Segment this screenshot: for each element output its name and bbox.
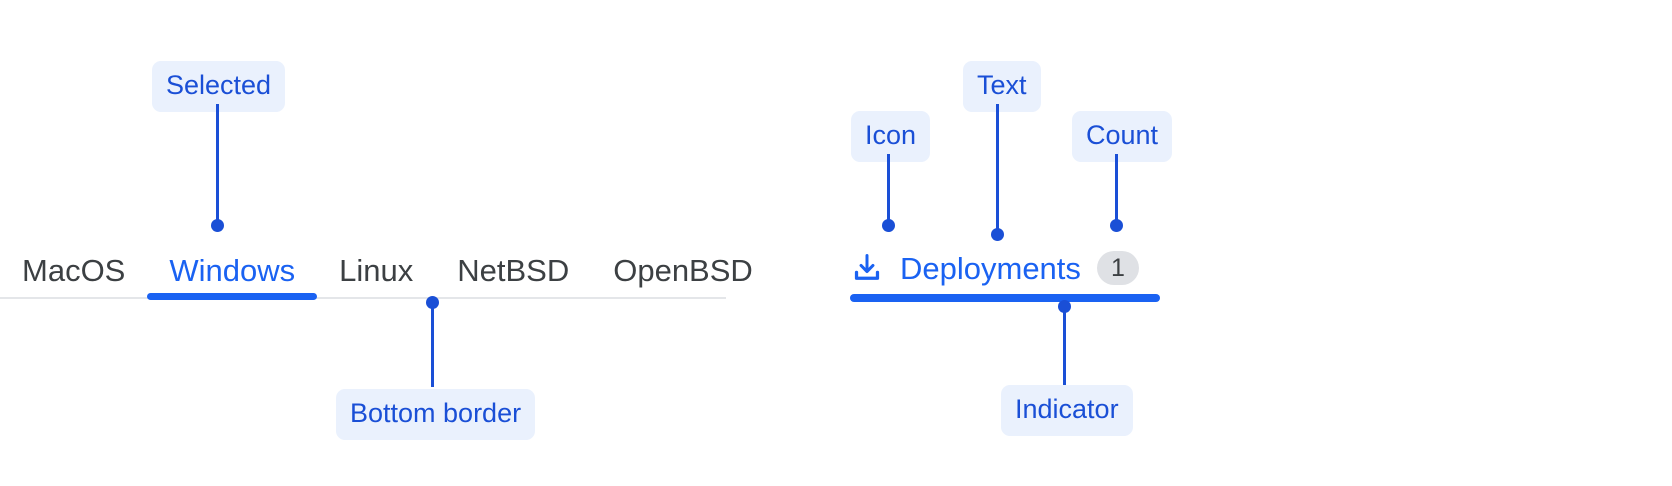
tab-windows[interactable]: Windows [169, 253, 296, 288]
tab-deployments-label: Deployments [900, 250, 1081, 286]
tab-deployments-indicator [850, 294, 1160, 302]
leader-line-indicator [1063, 308, 1066, 385]
tab-openbsd[interactable]: OpenBSD [613, 253, 753, 288]
callout-text: Text [963, 61, 1041, 112]
leader-dot-indicator [1058, 300, 1071, 313]
tab-linux[interactable]: Linux [339, 253, 414, 288]
leader-line-icon [887, 154, 890, 226]
tab-deployments[interactable]: Deployments 1 [850, 242, 1160, 302]
tab-deployments-count-badge: 1 [1096, 251, 1139, 285]
callout-indicator: Indicator [1001, 385, 1133, 436]
callout-icon: Icon [851, 111, 931, 162]
callout-selected: Selected [152, 61, 286, 112]
leader-dot-count [1110, 219, 1123, 232]
leader-line-selected [216, 104, 219, 226]
tab-macos[interactable]: MacOS [22, 253, 126, 288]
leader-line-bottom-border [431, 303, 434, 387]
tab-selected-underline [147, 293, 318, 300]
tab-list: MacOS Windows Linux NetBSD OpenBSD [0, 245, 775, 297]
leader-line-count [1115, 154, 1118, 226]
leader-dot-icon [882, 219, 895, 232]
callout-count: Count [1072, 111, 1173, 162]
callout-bottom-border: Bottom border [336, 389, 536, 440]
leader-dot-text [991, 228, 1004, 241]
leader-line-text [996, 104, 999, 234]
tab-netbsd[interactable]: NetBSD [457, 253, 570, 288]
tab-strip-os: MacOS Windows Linux NetBSD OpenBSD [0, 245, 753, 300]
leader-dot-bottom-border [426, 296, 439, 309]
leader-dot-selected [211, 219, 224, 232]
tab-deployments-content: Deployments 1 [850, 242, 1139, 294]
download-icon [854, 254, 880, 280]
tab-strip-bottom-border [0, 297, 726, 299]
